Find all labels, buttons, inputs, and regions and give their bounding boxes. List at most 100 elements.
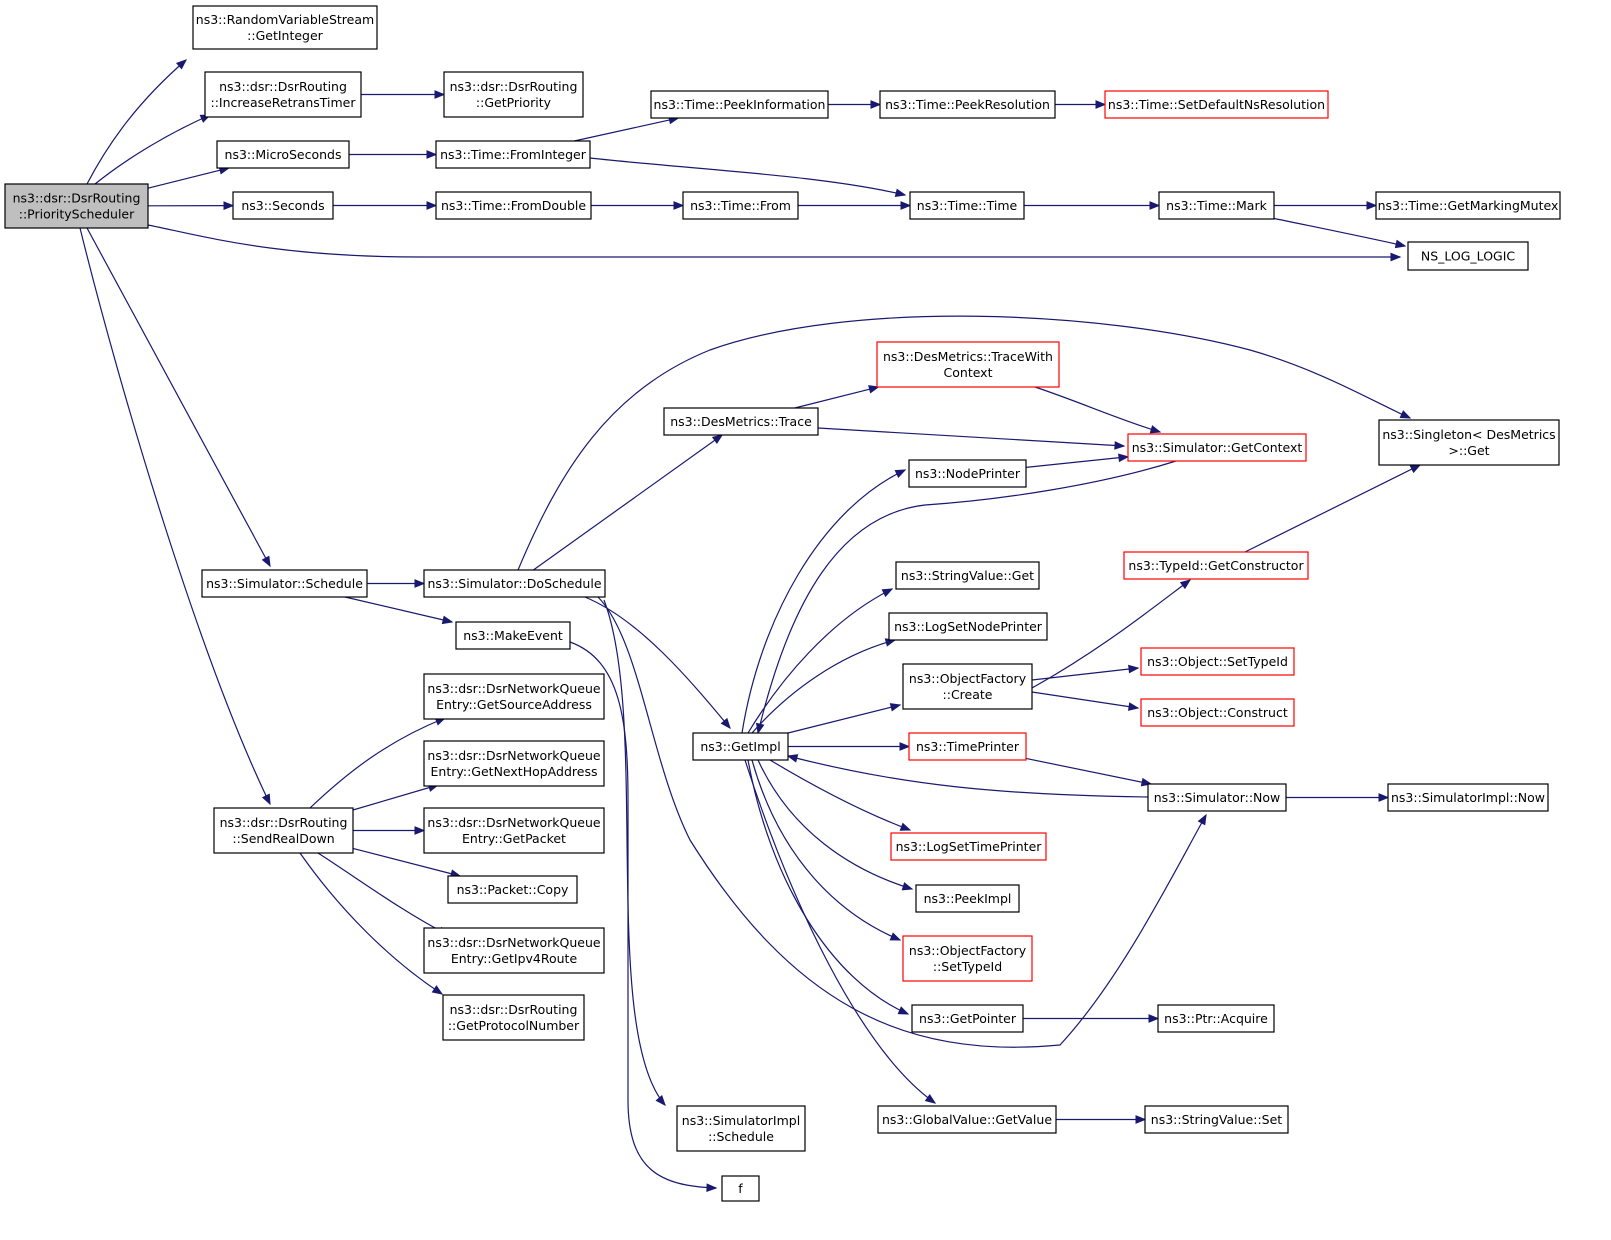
node-box[interactable] <box>4 183 149 229</box>
node-box[interactable] <box>888 612 1048 641</box>
node-box[interactable] <box>423 673 605 720</box>
node-get-pointer[interactable]: ns3::GetPointer <box>911 1004 1024 1033</box>
node-inc-retrans[interactable]: ns3::dsr::DsrRouting::IncreaseRetransTim… <box>204 71 362 118</box>
node-box[interactable] <box>692 732 789 761</box>
node-simimpl-now[interactable]: ns3::SimulatorImpl::Now <box>1387 783 1549 812</box>
node-box[interactable] <box>1147 783 1287 812</box>
node-object-construct[interactable]: ns3::Object::Construct <box>1140 698 1295 727</box>
node-box[interactable] <box>232 191 334 220</box>
node-node-printer[interactable]: ns3::NodePrinter <box>908 459 1027 488</box>
node-box[interactable] <box>442 994 585 1041</box>
node-box[interactable] <box>1378 419 1560 466</box>
node-box[interactable] <box>1123 551 1309 580</box>
node-stringvalue-get[interactable]: ns3::StringValue::Get <box>895 561 1040 590</box>
node-box[interactable] <box>1407 241 1529 271</box>
node-box[interactable] <box>911 1004 1024 1033</box>
node-get-packet[interactable]: ns3::dsr::DsrNetworkQueueEntry::GetPacke… <box>423 807 605 854</box>
node-time-time[interactable]: ns3::Time::Time <box>909 191 1025 220</box>
node-get-source-addr[interactable]: ns3::dsr::DsrNetworkQueueEntry::GetSourc… <box>423 673 605 720</box>
node-from-double[interactable]: ns3::Time::FromDouble <box>435 191 592 220</box>
node-box[interactable] <box>676 1105 806 1152</box>
node-box[interactable] <box>908 732 1027 761</box>
node-box[interactable] <box>877 1105 1057 1134</box>
node-box[interactable] <box>890 832 1047 861</box>
node-box[interactable] <box>876 341 1060 388</box>
node-box[interactable] <box>879 90 1056 119</box>
node-box[interactable] <box>423 740 605 787</box>
node-box[interactable] <box>455 621 571 650</box>
node-get-nexthop-addr[interactable]: ns3::dsr::DsrNetworkQueueEntry::GetNextH… <box>423 740 605 787</box>
node-simimpl-schedule[interactable]: ns3::SimulatorImpl::Schedule <box>676 1105 806 1152</box>
node-objfactory-create[interactable]: ns3::ObjectFactory::Create <box>902 663 1033 710</box>
node-seconds[interactable]: ns3::Seconds <box>232 191 334 220</box>
node-box[interactable] <box>1375 191 1561 220</box>
node-singleton-get[interactable]: ns3::Singleton< DesMetrics>::Get <box>1378 419 1560 466</box>
node-box[interactable] <box>1387 783 1549 812</box>
node-sim-getcontext[interactable]: ns3::Simulator::GetContext <box>1127 433 1307 462</box>
node-objfactory-settypeid[interactable]: ns3::ObjectFactory::SetTypeId <box>902 935 1033 982</box>
node-object-settypeid[interactable]: ns3::Object::SetTypeId <box>1140 647 1295 676</box>
node-box[interactable] <box>1104 90 1329 119</box>
node-box[interactable] <box>201 569 368 598</box>
node-box[interactable] <box>423 927 605 974</box>
node-box[interactable] <box>435 191 592 220</box>
node-rvs-getint[interactable]: ns3::RandomVariableStream::GetInteger <box>192 5 378 50</box>
node-f[interactable]: f <box>721 1175 760 1202</box>
node-box[interactable] <box>1140 647 1295 676</box>
node-box[interactable] <box>682 191 799 220</box>
node-box[interactable] <box>443 71 584 118</box>
node-box[interactable] <box>216 140 350 169</box>
node-box[interactable] <box>650 90 829 119</box>
node-time-from[interactable]: ns3::Time::From <box>682 191 799 220</box>
node-get-protocol-number[interactable]: ns3::dsr::DsrRouting::GetProtocolNumber <box>442 994 585 1041</box>
node-time-mark[interactable]: ns3::Time::Mark <box>1158 191 1275 220</box>
node-box[interactable] <box>204 71 362 118</box>
node-log-set-node-printer[interactable]: ns3::LogSetNodePrinter <box>888 612 1048 641</box>
node-get-priority[interactable]: ns3::dsr::DsrRouting::GetPriority <box>443 71 584 118</box>
node-box[interactable] <box>1140 698 1295 727</box>
node-box[interactable] <box>909 191 1025 220</box>
node-box[interactable] <box>1158 191 1275 220</box>
node-peek-res[interactable]: ns3::Time::PeekResolution <box>879 90 1056 119</box>
node-box[interactable] <box>915 884 1020 913</box>
node-set-default-ns[interactable]: ns3::Time::SetDefaultNsResolution <box>1104 90 1329 119</box>
node-get-impl[interactable]: ns3::GetImpl <box>692 732 789 761</box>
node-microseconds[interactable]: ns3::MicroSeconds <box>216 140 350 169</box>
node-ptr-acquire[interactable]: ns3::Ptr::Acquire <box>1157 1004 1275 1033</box>
node-log-set-time-printer[interactable]: ns3::LogSetTimePrinter <box>890 832 1047 861</box>
node-desm-trace[interactable]: ns3::DesMetrics::Trace <box>663 407 819 436</box>
node-sim-schedule[interactable]: ns3::Simulator::Schedule <box>201 569 368 598</box>
node-sim-now[interactable]: ns3::Simulator::Now <box>1147 783 1287 812</box>
node-box[interactable] <box>423 807 605 854</box>
node-box[interactable] <box>423 569 606 598</box>
node-box[interactable] <box>213 807 354 854</box>
node-globalvalue-getvalue[interactable]: ns3::GlobalValue::GetValue <box>877 1105 1057 1134</box>
node-box[interactable] <box>1144 1105 1289 1134</box>
node-box[interactable] <box>902 935 1033 982</box>
node-box[interactable] <box>902 663 1033 710</box>
node-typeid-getctor[interactable]: ns3::TypeId::GetConstructor <box>1123 551 1309 580</box>
node-box[interactable] <box>1127 433 1307 462</box>
node-get-ipv4route[interactable]: ns3::dsr::DsrNetworkQueueEntry::GetIpv4R… <box>423 927 605 974</box>
node-send-real-down[interactable]: ns3::dsr::DsrRouting::SendRealDown <box>213 807 354 854</box>
node-from-integer[interactable]: ns3::Time::FromInteger <box>435 140 591 169</box>
node-make-event[interactable]: ns3::MakeEvent <box>455 621 571 650</box>
node-box[interactable] <box>721 1175 760 1202</box>
node-box[interactable] <box>1157 1004 1275 1033</box>
node-box[interactable] <box>663 407 819 436</box>
node-root[interactable]: ns3::dsr::DsrRouting::PriorityScheduler <box>4 183 149 229</box>
node-box[interactable] <box>447 875 578 904</box>
node-packet-copy[interactable]: ns3::Packet::Copy <box>447 875 578 904</box>
node-box[interactable] <box>908 459 1027 488</box>
node-peek-info[interactable]: ns3::Time::PeekInformation <box>650 90 829 119</box>
node-time-printer[interactable]: ns3::TimePrinter <box>908 732 1027 761</box>
node-peek-impl[interactable]: ns3::PeekImpl <box>915 884 1020 913</box>
node-sim-doschedule[interactable]: ns3::Simulator::DoSchedule <box>423 569 606 598</box>
node-marking-mutex[interactable]: ns3::Time::GetMarkingMutex <box>1375 191 1561 220</box>
node-ns-log-logic[interactable]: NS_LOG_LOGIC <box>1407 241 1529 271</box>
node-stringvalue-set[interactable]: ns3::StringValue::Set <box>1144 1105 1289 1134</box>
node-box[interactable] <box>895 561 1040 590</box>
node-box[interactable] <box>435 140 591 169</box>
node-box[interactable] <box>192 5 378 50</box>
